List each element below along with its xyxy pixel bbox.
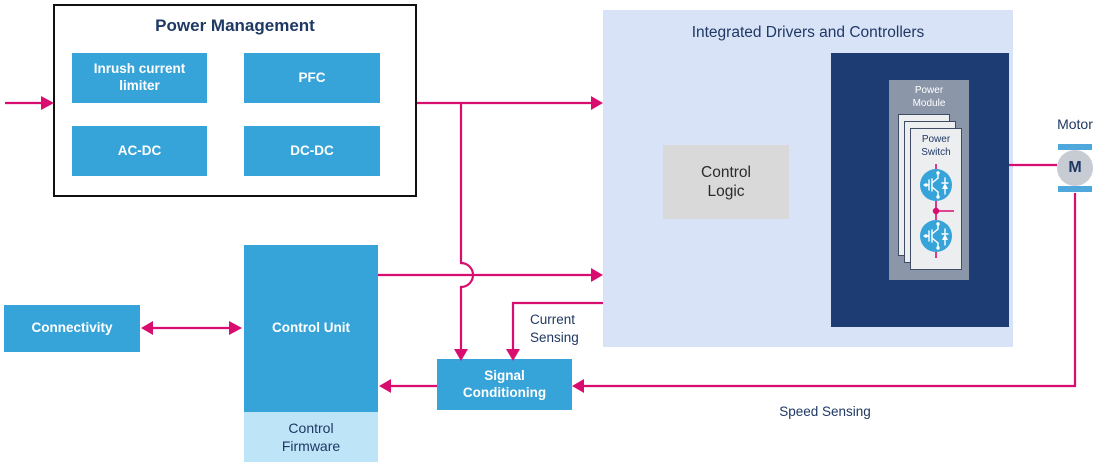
motor-label: Motor <box>1057 116 1093 132</box>
block-label: DC-DC <box>290 142 334 158</box>
motor-terminal-bar-bottom <box>1058 186 1092 192</box>
integrated-drivers-title: Integrated Drivers and Controllers <box>691 24 925 41</box>
arrowhead-conn-left <box>141 321 153 335</box>
arrowhead-conn-right <box>229 321 242 335</box>
speed-sensing-label: Speed Sensing <box>779 404 871 419</box>
power-branch-to-signal-line <box>459 103 475 349</box>
block-label: Control Logic <box>701 163 751 200</box>
block-label: PFC <box>298 69 326 85</box>
motor-terminal-bar-top <box>1058 144 1092 150</box>
block-label: Signal Conditioning <box>462 367 547 400</box>
power-switch-label: Power Switch <box>921 134 951 158</box>
block-label: Connectivity <box>31 320 113 336</box>
block-ac-dc: AC-DC <box>72 126 207 176</box>
arrowhead-speed-to-sc <box>572 379 584 393</box>
block-control-firmware: Control Firmware <box>244 412 378 462</box>
arrowhead-pm-to-idc <box>591 96 603 110</box>
motor-icon: M <box>1057 150 1093 186</box>
block-pfc: PFC <box>244 53 380 103</box>
block-connectivity: Connectivity <box>4 305 140 352</box>
arrowhead-cu-to-idc <box>591 268 603 282</box>
block-signal-conditioning: Signal Conditioning <box>437 359 572 410</box>
block-control-logic: Control Logic <box>663 145 789 219</box>
block-control-unit: Control Unit <box>244 245 378 412</box>
power-module-label: Power Module <box>912 85 946 109</box>
power-management-title: Power Management <box>155 16 315 35</box>
block-label: Control Unit <box>272 320 350 336</box>
arrowhead-sc-to-cu <box>379 379 391 393</box>
block-dc-dc: DC-DC <box>244 126 380 176</box>
block-label: Inrush current limiter <box>93 61 186 93</box>
block-inrush-current-limiter: Inrush current limiter <box>72 53 207 103</box>
block-label: Control Firmware <box>281 419 341 454</box>
current-sensing-label: Current Sensing <box>530 312 579 345</box>
block-label: AC-DC <box>117 142 162 158</box>
